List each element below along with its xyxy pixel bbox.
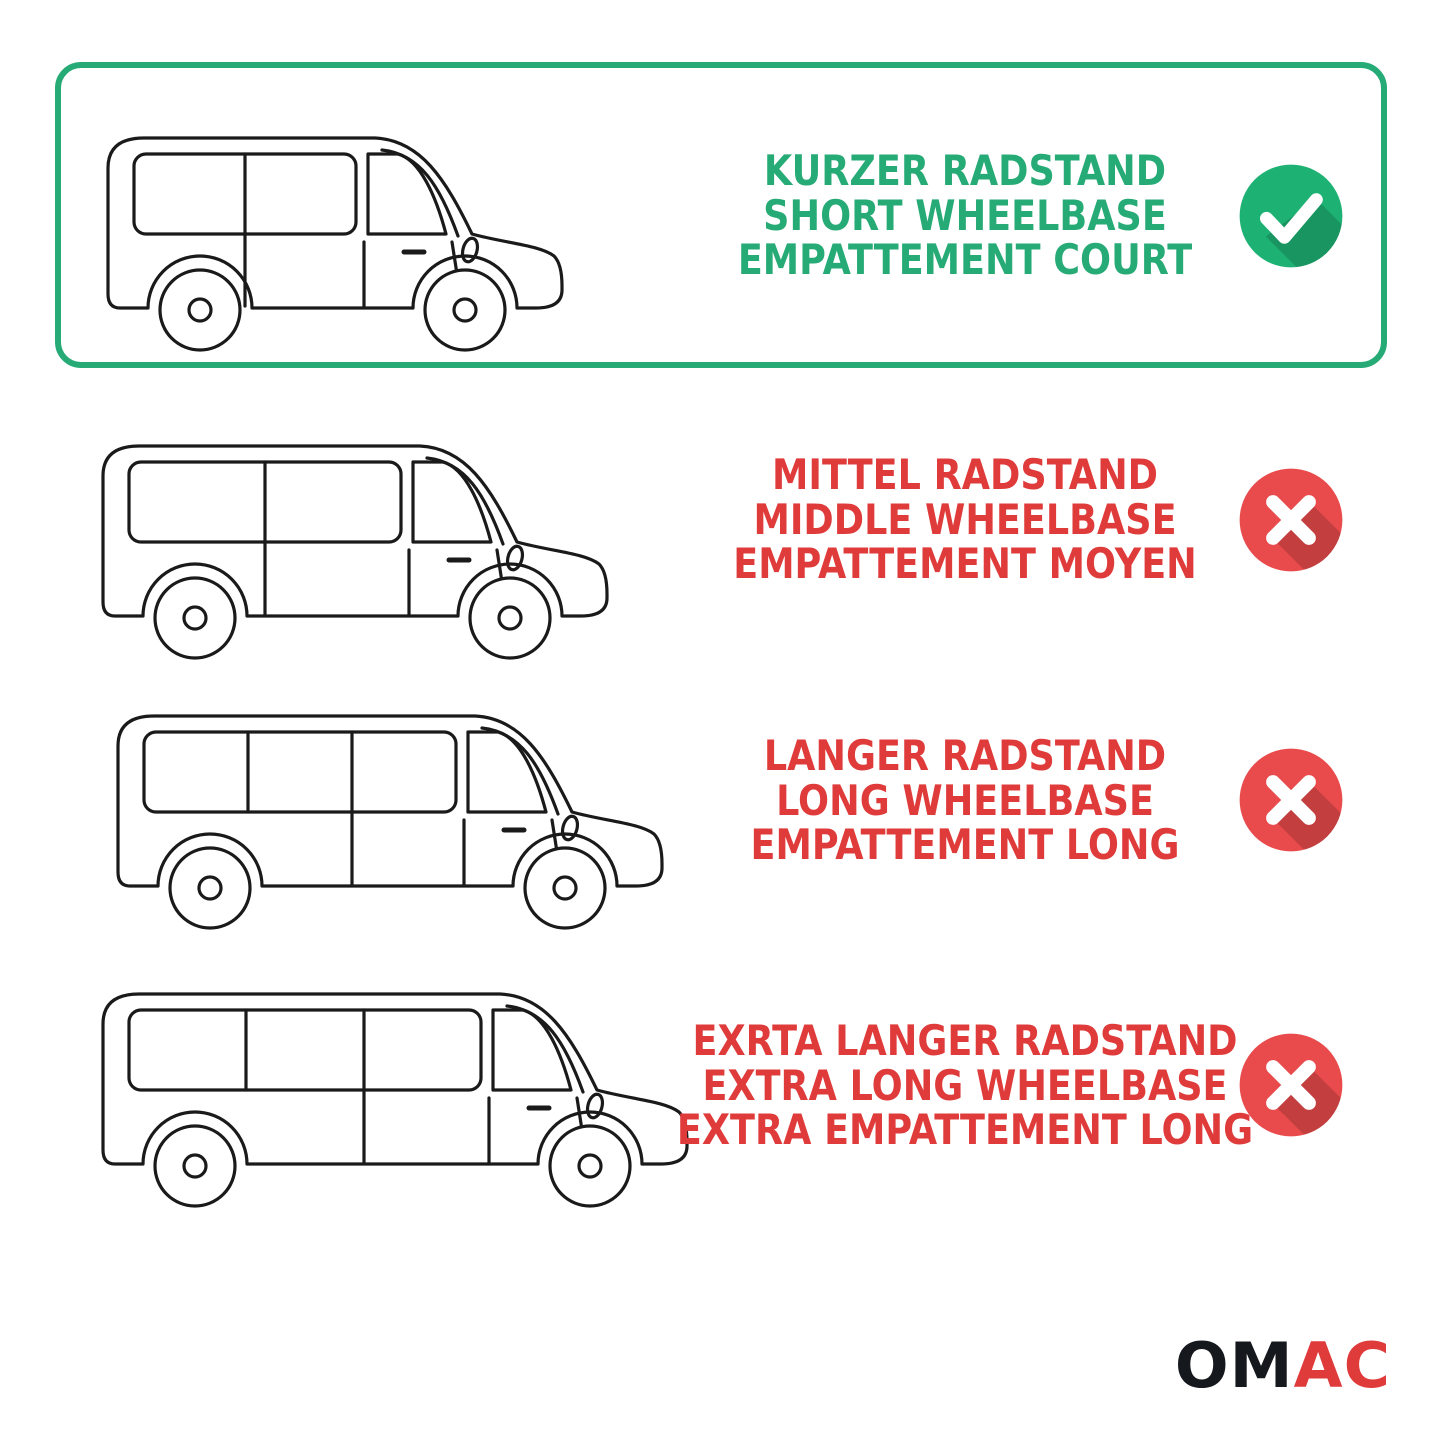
van-side-view-icon xyxy=(95,444,615,674)
selected-option-outline xyxy=(55,62,1387,368)
label-line-de: KURZER RADSTAND xyxy=(763,145,1167,195)
van-illustration-middle-wheelbase xyxy=(95,420,615,674)
cross-icon xyxy=(1238,747,1344,853)
option-label-middle-wheelbase: MITTEL RADSTAND MIDDLE WHEELBASE EMPATTE… xyxy=(733,449,1197,588)
option-label-extra-long-wheelbase: EXRTA LANGER RADSTAND EXTRA LONG WHEELBA… xyxy=(677,1018,1253,1154)
cross-icon xyxy=(1238,1032,1344,1138)
label-line-de: LANGER RADSTAND xyxy=(763,730,1167,780)
check-icon xyxy=(1238,163,1344,269)
option-label-short-wheelbase: KURZER RADSTAND SHORT WHEELBASE EMPATTEM… xyxy=(738,145,1192,284)
cross-icon xyxy=(1238,467,1344,573)
label-line-de: MITTEL RADSTAND xyxy=(772,449,1158,499)
label-line-fr: EXTRA EMPATTEMENT LONG xyxy=(676,1105,1254,1155)
option-label-long-wheelbase: LANGER RADSTAND LONG WHEELBASE EMPATTEME… xyxy=(748,733,1183,869)
label-line-en: SHORT WHEELBASE xyxy=(763,190,1167,240)
label-line-fr: EMPATTEMENT MOYEN xyxy=(733,539,1197,589)
omac-logo: OMAC xyxy=(1175,1335,1391,1397)
label-line-fr: EMPATTEMENT LONG xyxy=(750,820,1180,870)
label-line-en: EXTRA LONG WHEELBASE xyxy=(702,1060,1228,1110)
logo-text-red: AC xyxy=(1293,1329,1392,1402)
van-side-view-icon xyxy=(100,136,570,366)
van-side-view-icon xyxy=(95,992,695,1222)
label-line-fr: EMPATTEMENT COURT xyxy=(737,235,1193,285)
label-line-en: LONG WHEELBASE xyxy=(776,775,1154,825)
van-illustration-extra-long-wheelbase xyxy=(95,968,695,1222)
label-line-en: MIDDLE WHEELBASE xyxy=(753,494,1177,544)
logo-text-dark: OM xyxy=(1174,1329,1294,1402)
label-line-de: EXRTA LANGER RADSTAND xyxy=(692,1015,1238,1065)
van-illustration-long-wheelbase xyxy=(110,690,670,944)
van-side-view-icon xyxy=(110,714,670,944)
van-illustration-short-wheelbase xyxy=(100,112,570,366)
